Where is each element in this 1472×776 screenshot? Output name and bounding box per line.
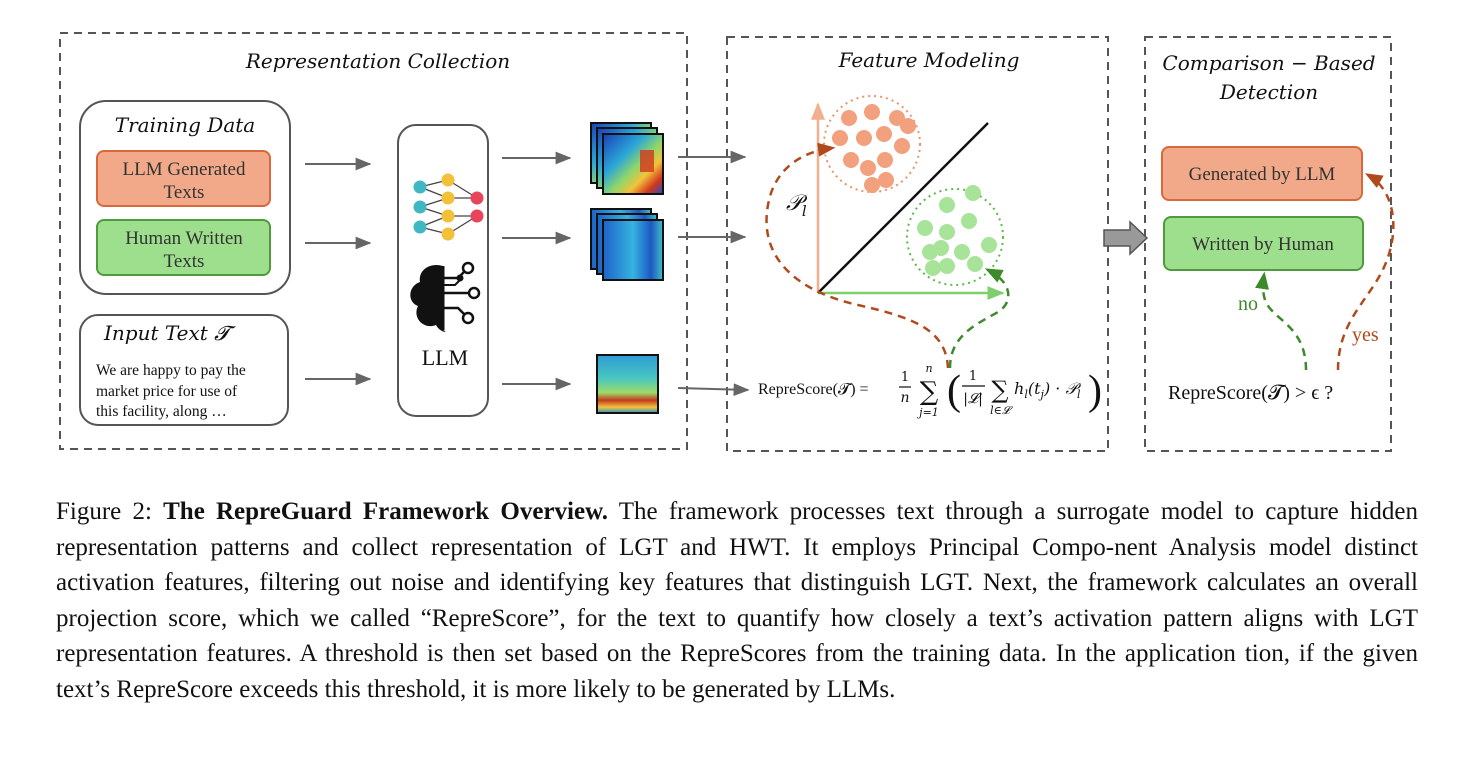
projection-label: 𝒫l bbox=[786, 191, 808, 220]
human-cluster-points bbox=[917, 185, 997, 276]
collection-title: Representation Collection bbox=[245, 49, 510, 73]
decision-boundary bbox=[817, 122, 989, 294]
heatmap-input bbox=[596, 354, 659, 414]
svg-text:l∈𝓛: l∈𝓛 bbox=[990, 404, 1013, 417]
input-text-line1: We are happy to pay the bbox=[96, 362, 246, 379]
svg-text:hl(tj) · 𝒫l: hl(tj) · 𝒫l bbox=[1014, 379, 1081, 401]
figure-label: Figure 2: bbox=[56, 498, 152, 525]
svg-text:∑: ∑ bbox=[920, 377, 939, 407]
svg-text:j=1: j=1 bbox=[916, 406, 939, 419]
svg-text:1: 1 bbox=[901, 370, 909, 385]
caption-text: The framework processes text through a s… bbox=[56, 498, 1418, 703]
svg-text:RepreScore(𝓣) =: RepreScore(𝓣) = bbox=[758, 381, 869, 398]
svg-text:|𝓛|: |𝓛| bbox=[963, 391, 983, 407]
dashed-arrow-no bbox=[1255, 271, 1308, 371]
svg-text:∑: ∑ bbox=[991, 376, 1008, 404]
dashed-arrow-yes bbox=[1336, 173, 1395, 371]
input-text-line3: this facility, along … bbox=[96, 403, 227, 420]
threshold-condition: RepreScore(𝓣) > ϵ ? bbox=[1168, 382, 1333, 404]
written-by-human-box bbox=[1163, 216, 1364, 271]
llm-generated-texts-box bbox=[96, 150, 271, 207]
input-text-box bbox=[79, 314, 289, 426]
figure-caption: Figure 2: The RepreGuard Framework Overv… bbox=[56, 494, 1418, 707]
brain-circuit-icon bbox=[410, 261, 481, 332]
detection-title-line2: Detection bbox=[1219, 80, 1318, 104]
llm-cluster-points bbox=[832, 104, 916, 193]
written-by-human-label: Written by Human bbox=[1192, 234, 1334, 255]
llm-label: LLM bbox=[422, 345, 468, 370]
llm-generated-line2: Texts bbox=[164, 182, 205, 203]
svg-text:n: n bbox=[925, 362, 932, 375]
svg-text:1: 1 bbox=[969, 369, 977, 384]
heatmap-stack-human bbox=[590, 208, 664, 281]
caption-bold-title: The RepreGuard Framework Overview. bbox=[163, 498, 608, 525]
no-label: no bbox=[1238, 293, 1258, 315]
block-arrow-to-detection bbox=[1103, 220, 1149, 256]
yes-label: yes bbox=[1352, 324, 1379, 346]
human-written-line2: Texts bbox=[164, 251, 205, 272]
arrow-heatmap-input-to-formula bbox=[677, 383, 750, 396]
human-cluster-outline bbox=[906, 188, 1004, 286]
representation-collection-panel bbox=[59, 32, 688, 450]
neural-network-icon bbox=[413, 173, 484, 241]
input-text-title: Input Text 𝓣 bbox=[103, 321, 236, 345]
llm-generated-line1: LLM Generated bbox=[123, 159, 246, 180]
modeling-title: Feature Modeling bbox=[838, 48, 1020, 72]
framework-diagram: Representation Collection Feature Modeli… bbox=[59, 32, 1395, 452]
dashed-arrow-to-human-cluster bbox=[948, 268, 1010, 369]
svg-text:(: ( bbox=[947, 368, 961, 414]
detection-panel bbox=[1144, 36, 1392, 452]
represcore-formula: RepreScore(𝓣) = 1 n n ∑ j=1 ( 1 |𝓛| ∑ l∈… bbox=[758, 362, 1102, 419]
generated-by-llm-box bbox=[1161, 146, 1363, 201]
input-text-line2: market price for use of bbox=[96, 383, 238, 400]
human-written-line1: Human Written bbox=[125, 228, 243, 249]
generated-by-llm-label: Generated by LLM bbox=[1189, 164, 1336, 185]
svg-text:n: n bbox=[900, 390, 909, 406]
svg-text:): ) bbox=[1088, 368, 1102, 414]
detection-title-line1: Comparison − Based bbox=[1162, 51, 1375, 75]
training-data-title: Training Data bbox=[115, 113, 255, 137]
dashed-arrow-to-llm-cluster bbox=[765, 142, 950, 369]
heatmap-stack-llm bbox=[590, 122, 664, 195]
human-written-texts-box bbox=[96, 219, 271, 276]
